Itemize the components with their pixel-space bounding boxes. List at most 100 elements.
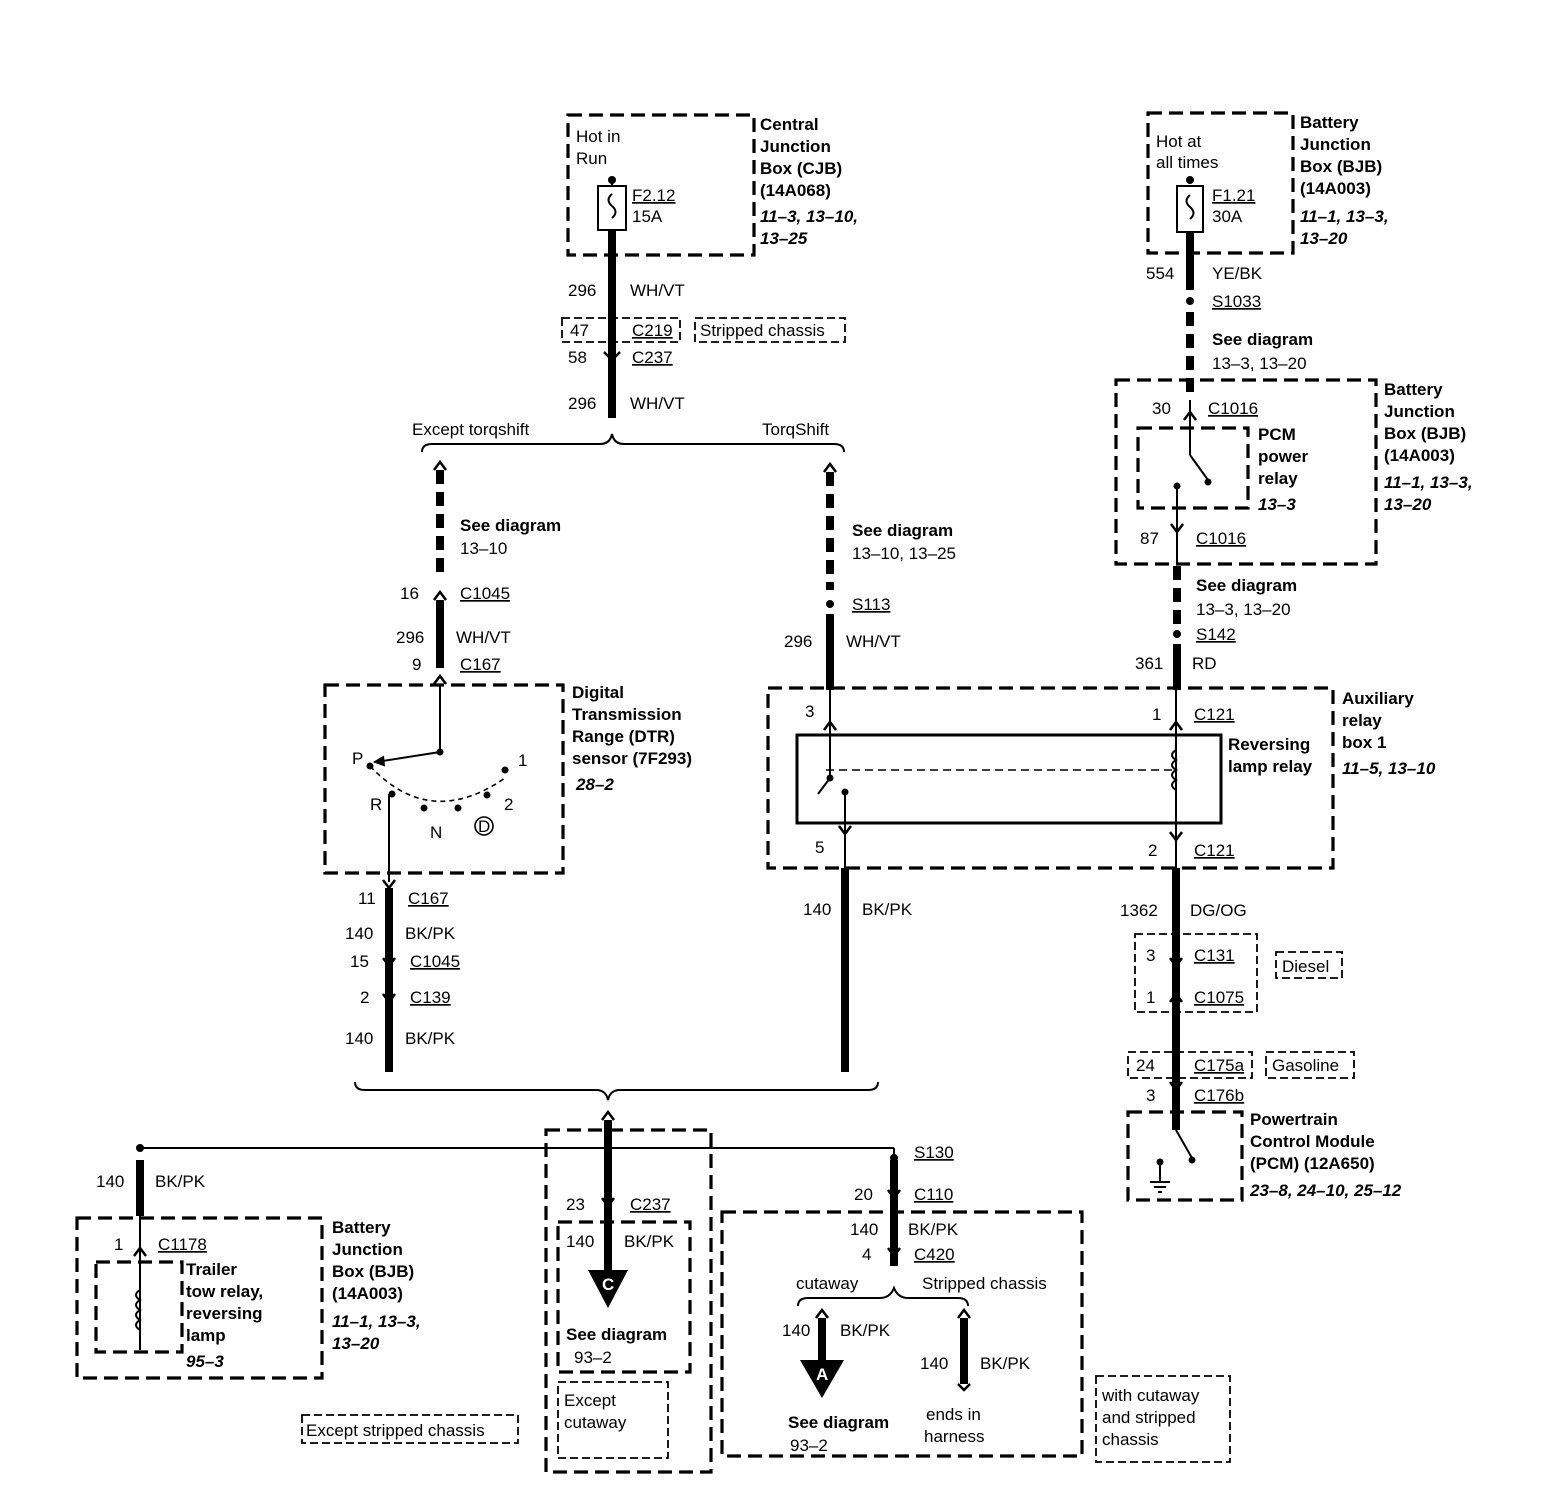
c131-label: C131 <box>1194 946 1235 965</box>
bjb-top-name-3: Box (BJB) <box>1300 157 1382 176</box>
ref-13-10-left: 13–10 <box>460 539 507 558</box>
relay-name-2: lamp relay <box>1228 757 1313 776</box>
bjb-bot-name-2: Junction <box>332 1240 403 1259</box>
pcm-refs: 23–8, 24–10, 25–12 <box>1249 1181 1402 1200</box>
wire-296-left: 296 <box>396 628 424 647</box>
c237b-pin: 23 <box>566 1195 585 1214</box>
bjb-top-refs-1: 11–1, 13–3, <box>1300 207 1389 226</box>
see-diagram-a: See diagram <box>788 1413 889 1432</box>
ref-13-10-13-25: 13–10, 13–25 <box>852 544 956 563</box>
cjb-hot-line1: Hot in <box>576 127 620 146</box>
bjb-bot-refs-1: 11–1, 13–3, <box>332 1312 421 1331</box>
c1075-label: C1075 <box>1194 988 1244 1007</box>
c1045-top-pin: 16 <box>400 584 419 603</box>
c167-bot-label: C167 <box>408 889 449 908</box>
c1178-label: C1178 <box>158 1235 207 1254</box>
s1033-label: S1033 <box>1212 292 1261 311</box>
except-stripped-label: Except stripped chassis <box>306 1421 485 1440</box>
wire-361-label: 361 <box>1135 654 1163 673</box>
c121-out-pin: 2 <box>1148 841 1157 860</box>
ref-13-3-13-20-1: 13–3, 13–20 <box>1212 354 1307 373</box>
c237-pin: 58 <box>568 348 587 367</box>
wire-whvt-left: WH/VT <box>456 628 511 647</box>
cjb-hot-line2: Run <box>576 149 607 168</box>
bjb-amps: 30A <box>1212 207 1243 226</box>
central-junction-box: Hot in Run F2.12 15A Central Junction Bo… <box>566 113 858 257</box>
c1045-bot-pin: 15 <box>350 952 369 971</box>
battery-junction-box-bottom: 1 C1178 Trailer tow relay, reversing lam… <box>75 1216 421 1380</box>
stripped-chassis-label: Stripped chassis <box>700 321 825 340</box>
c131-pin: 3 <box>1146 946 1155 965</box>
bjb-bot-name-4: (14A003) <box>332 1284 403 1303</box>
dtr-pos-p: P <box>352 749 363 768</box>
relay-out-pin: 5 <box>815 838 824 857</box>
gasoline-label: Gasoline <box>1272 1056 1339 1075</box>
wire-140-left: 140 <box>345 924 373 943</box>
see-diagram-right-2: See diagram <box>1196 576 1297 595</box>
wire-bkpk-s130: BK/PK <box>908 1220 959 1239</box>
ref-93-2-c: 93–2 <box>574 1348 612 1367</box>
aux-name-2: relay <box>1342 711 1382 730</box>
c121-out-label: C121 <box>1194 841 1235 860</box>
c1075-pin: 1 <box>1146 988 1155 1007</box>
pcm-relay-2: power <box>1258 447 1308 466</box>
c237b-label: C237 <box>630 1195 671 1214</box>
wire-140-s130: 140 <box>850 1220 878 1239</box>
cjb-fuse: F2.12 <box>632 186 675 205</box>
bjb-bot-refs-2: 13–20 <box>332 1334 380 1353</box>
c167-top-pin: 9 <box>412 655 421 674</box>
stripped-chassis-label-2: Stripped chassis <box>922 1274 1047 1293</box>
tow-relay-1: Trailer <box>186 1260 237 1279</box>
relay-in-pin: 3 <box>805 702 814 721</box>
dtr-name-4: sensor (7F293) <box>572 749 692 768</box>
c237-label: C237 <box>632 348 673 367</box>
see-diagram-mid: See diagram <box>852 521 953 540</box>
cjb-name-2: Junction <box>760 137 831 156</box>
c121-in-label: C121 <box>1194 705 1235 724</box>
dtr-pos-n: N <box>430 823 442 842</box>
with-cutaway-3: chassis <box>1102 1430 1159 1449</box>
wire-140-left-2: 140 <box>345 1029 373 1048</box>
wire-140-a: 140 <box>782 1321 810 1340</box>
c219-label: C219 <box>632 321 673 340</box>
c176b-pin: 3 <box>1146 1086 1155 1105</box>
battery-junction-box-mid: 30 C1016 87 C1016 PCM power relay 13–3 B… <box>1114 378 1473 566</box>
with-cutaway-1: with cutaway <box>1101 1386 1200 1405</box>
see-diagram-left: See diagram <box>460 516 561 535</box>
bjb-top-name-2: Junction <box>1300 135 1371 154</box>
wire-296-label: 296 <box>568 281 596 300</box>
pcm-name-1: Powertrain <box>1250 1110 1338 1129</box>
c1045-bot-label: C1045 <box>410 952 460 971</box>
pcm-relay-ref: 13–3 <box>1258 495 1296 514</box>
pcm-relay-3: relay <box>1258 469 1298 488</box>
relay-name-1: Reversing <box>1228 735 1310 754</box>
c110-label: C110 <box>914 1185 953 1204</box>
c175a-pin: 24 <box>1136 1056 1155 1075</box>
fuse-icon-2 <box>1185 194 1195 220</box>
wire-bkpk-tow: BK/PK <box>155 1172 206 1191</box>
ref-13-3-13-20-2: 13–3, 13–20 <box>1196 600 1291 619</box>
c1016-out-pin: 87 <box>1140 529 1159 548</box>
bjb-mid-name-1: Battery <box>1384 380 1443 399</box>
bjb-top-name-1: Battery <box>1300 113 1359 132</box>
dtr-pos-1: 1 <box>518 751 527 770</box>
coil-icon <box>1171 749 1178 791</box>
ref-93-2-a: 93–2 <box>790 1436 828 1455</box>
tow-relay-4: lamp <box>186 1326 226 1345</box>
auxiliary-relay-box: 3 5 1 C121 2 C121 Reversing lamp relay A… <box>766 686 1436 870</box>
dtr-pos-d: D <box>478 817 490 836</box>
pcm-module: Powertrain Control Module (PCM) (12A650)… <box>1126 1110 1402 1202</box>
cjb-name-1: Central <box>760 115 819 134</box>
tow-relay-3: reversing <box>186 1304 263 1323</box>
bjb-hot-1: Hot at <box>1156 132 1202 151</box>
cjb-amps: 15A <box>632 207 663 226</box>
dtr-sensor: P R N D 1 2 Digital Transmission Range (… <box>323 683 692 882</box>
wire-rd-label: RD <box>1192 654 1217 673</box>
s130-label: S130 <box>914 1143 954 1162</box>
wire-140-mid: 140 <box>803 900 831 919</box>
wire-whvt-mid: WH/VT <box>846 632 901 651</box>
except-torqshift-label: Except torqshift <box>412 420 529 439</box>
aux-refs: 11–5, 13–10 <box>1342 759 1436 778</box>
c139-label: C139 <box>410 988 451 1007</box>
fuse-icon <box>607 193 617 219</box>
